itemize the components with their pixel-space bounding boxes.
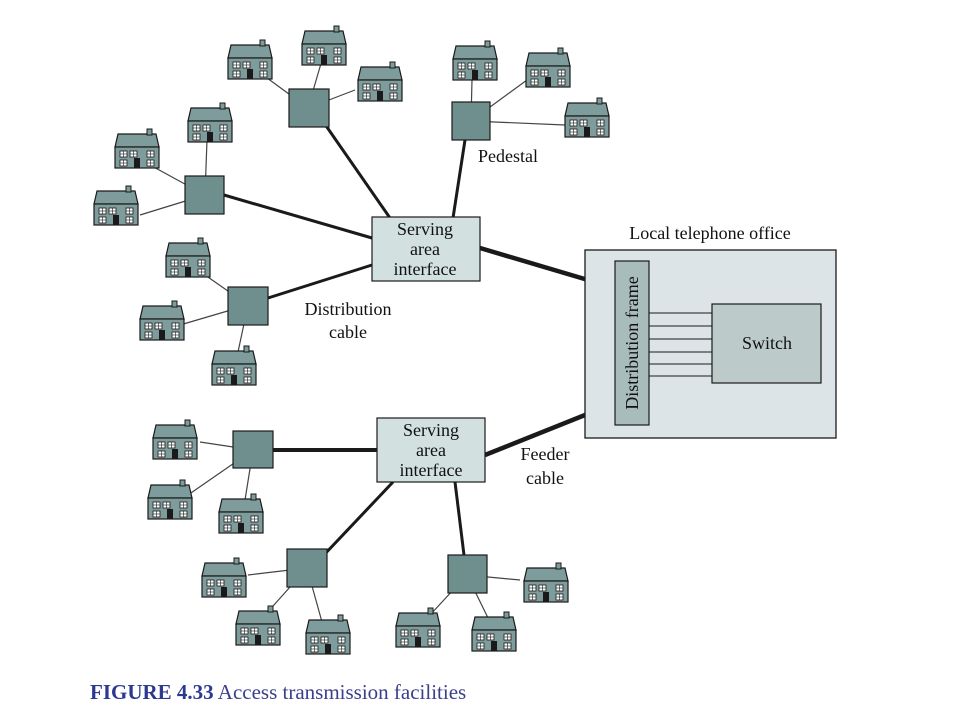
distribution-cable-line <box>267 263 373 300</box>
pedestal <box>286 548 328 588</box>
distribution-cable-line <box>320 119 392 219</box>
switch-box <box>711 303 822 384</box>
serving-area-interface-bottom <box>376 417 486 483</box>
sai-top-line: area <box>410 239 440 259</box>
house-icon <box>147 479 193 520</box>
sai-top-line: Serving <box>397 219 453 239</box>
sai-top-line: interface <box>394 259 457 279</box>
pedestal <box>232 430 274 469</box>
house-icon <box>218 493 264 534</box>
figure-title: Access transmission facilities <box>217 680 467 704</box>
house-icon <box>357 61 403 102</box>
figure-caption: FIGURE 4.33 Access transmission faciliti… <box>90 680 466 705</box>
house-icon <box>301 25 347 66</box>
distribution-cable-line <box>451 139 467 219</box>
office-title: Local telephone office <box>629 223 791 243</box>
switch-label: Switch <box>742 333 792 353</box>
house-icon <box>187 102 233 143</box>
distribution-cable-line <box>223 193 373 240</box>
serving-area-interface-top <box>371 216 481 282</box>
sai-bottom-line: interface <box>400 460 463 480</box>
distribution-frame <box>614 260 650 426</box>
house-icon <box>152 419 198 460</box>
distribution-cable-label: Distribution <box>304 299 391 319</box>
pedestal <box>288 88 330 128</box>
house-icon <box>305 614 351 655</box>
house-icon <box>211 345 257 386</box>
house-icon <box>564 97 610 138</box>
distribution-cable-label: cable <box>329 322 367 342</box>
feeder-cable-label: cable <box>526 468 564 488</box>
house-icon <box>525 47 571 88</box>
house-icon <box>235 605 281 646</box>
house-icon <box>523 562 569 603</box>
house-icon <box>139 300 185 341</box>
house-icon <box>395 607 441 648</box>
distribution-cable-line <box>320 480 395 559</box>
sai-bottom-line: area <box>416 440 446 460</box>
feeder-cable-label: Feeder <box>521 444 570 464</box>
sai-bottom-line: Serving <box>403 420 459 440</box>
pedestal <box>227 286 269 326</box>
house-icon <box>227 39 273 80</box>
house-icon <box>165 237 211 278</box>
distribution-cable-line <box>453 481 466 556</box>
house-icon <box>114 128 160 169</box>
house-icon <box>201 557 247 598</box>
house-icon <box>471 611 517 652</box>
house-icon <box>93 185 139 226</box>
pedestal <box>447 554 488 594</box>
pedestal-label: Pedestal <box>478 146 538 166</box>
pedestal <box>184 175 225 215</box>
pedestal <box>451 101 491 141</box>
distribution-frame-label: Distribution frame <box>622 276 642 409</box>
figure-number: FIGURE 4.33 <box>90 680 214 704</box>
house-icon <box>452 40 498 81</box>
